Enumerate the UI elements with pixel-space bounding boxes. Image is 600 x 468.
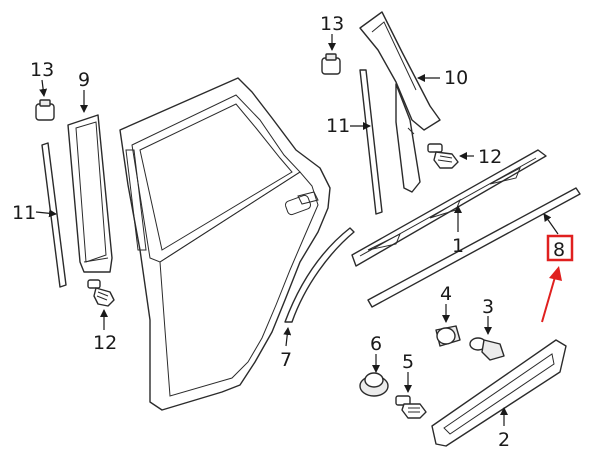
callout-1: 1 [452,235,464,257]
callout-labels: 13 9 11 12 7 13 10 11 12 1 8 4 3 6 5 2 [12,13,565,451]
part-10-upper-pillar [359,11,441,193]
callout-12-right: 12 [478,146,502,168]
callout-4: 4 [440,283,452,305]
part-7-arch-trim [284,227,355,323]
part-12-left-bolt [87,279,115,307]
callout-8: 8 [553,239,565,261]
part-13-left-clip [35,99,55,121]
callout-3: 3 [482,296,494,318]
part-11-left-weatherstrip [41,142,67,288]
part-5-screw [395,395,427,419]
part-3-clip [469,337,505,361]
part-6-grommet [359,372,389,397]
highlight-callout-8 [541,234,574,323]
callout-12-left: 12 [93,332,117,354]
callout-10: 10 [444,67,468,89]
part-2-lower-cladding [431,339,567,447]
callout-2: 2 [498,429,510,451]
callout-9: 9 [78,69,90,91]
callout-5: 5 [402,351,414,373]
part-1-belt-moulding [351,149,547,267]
highlight-box [546,234,574,262]
part-9-pillar-applique [67,114,113,273]
part-4-push-pin [435,325,461,347]
part-8-lower-moulding [367,187,581,308]
callout-7: 7 [280,349,292,371]
callout-11-right: 11 [326,115,350,137]
leader-lines [35,34,559,426]
highlight-arrow-head [549,266,562,281]
part-13-right-clip [321,53,341,75]
callout-13-left: 13 [30,59,54,81]
part-12-right-bolt [427,143,459,169]
callout-13-right: 13 [320,13,344,35]
callout-6: 6 [370,333,382,355]
rear-door [119,77,331,411]
part-11-right-weatherstrip [359,69,383,215]
callout-11-left: 11 [12,202,36,224]
highlight-arrow-shaft [541,276,556,323]
